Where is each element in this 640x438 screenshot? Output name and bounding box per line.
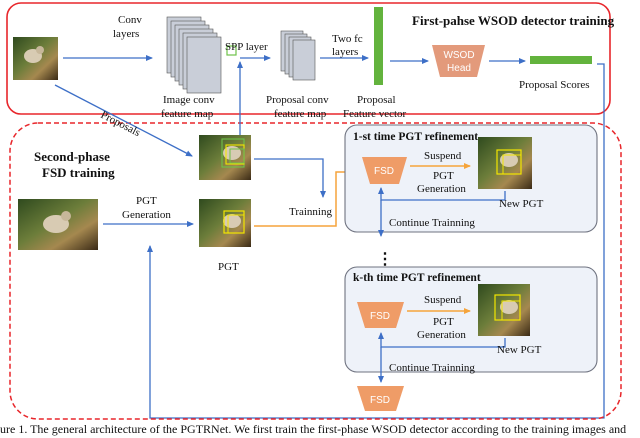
new-pgt-label-1: New PGT xyxy=(499,198,544,210)
continue-trainning-label-k: Continue Trainning xyxy=(389,362,475,374)
fsd-label-1: FSD xyxy=(374,166,394,177)
image-conv-feature-map xyxy=(166,16,237,94)
refine-k-title: k-th time PGT refinement xyxy=(353,272,481,284)
new-pgt-label-k: New PGT xyxy=(497,344,542,356)
trainning-label: Trainning xyxy=(289,206,332,218)
fsd-trapezoid-k xyxy=(357,302,404,328)
refine-1-panel xyxy=(344,124,598,233)
fsd-trapezoid-final xyxy=(357,386,404,411)
spp-label: SPP layer xyxy=(225,41,268,53)
proposal-scores-label: Proposal Scores xyxy=(519,79,590,91)
suspend-label-1: Suspend xyxy=(424,150,462,162)
new-pgt-image-k xyxy=(478,284,530,336)
refine-1-title: 1-st time PGT refinement xyxy=(353,131,478,143)
second-phase-frame xyxy=(9,122,622,420)
new-pgt-image-1 xyxy=(478,137,532,189)
fsd-trapezoid-1 xyxy=(362,157,407,184)
ellipsis: ⋮ xyxy=(377,251,393,268)
continue-trainning-label-1: Continue Trainning xyxy=(389,217,475,229)
suspend-label-k: Suspend xyxy=(424,294,462,306)
first-phase-title: First-pahse WSOD detector training xyxy=(412,13,615,28)
fsd-label-final: FSD xyxy=(370,395,390,406)
wsod-head xyxy=(432,45,485,77)
proposal-to-fsd-line xyxy=(254,158,326,198)
input-image-bottom xyxy=(18,199,98,250)
scores-return-line xyxy=(147,63,605,419)
feature-vector-bar xyxy=(374,7,383,85)
fsd-label-k: FSD xyxy=(370,311,390,322)
input-image-top xyxy=(13,37,58,80)
pgt-image xyxy=(199,199,251,247)
figure-caption: ure 1. The general architecture of the P… xyxy=(0,422,626,436)
pgt-label: PGT xyxy=(218,261,239,273)
proposals-arrow xyxy=(54,84,193,157)
first-phase-frame xyxy=(6,2,611,115)
proposal-conv-feature-map xyxy=(280,30,316,81)
proposal-scores-bar xyxy=(530,56,592,64)
refine-k-panel xyxy=(344,266,598,373)
new-pgt-return-k xyxy=(378,332,506,348)
proposal-image xyxy=(199,135,251,180)
new-pgt-return-1 xyxy=(378,187,506,201)
